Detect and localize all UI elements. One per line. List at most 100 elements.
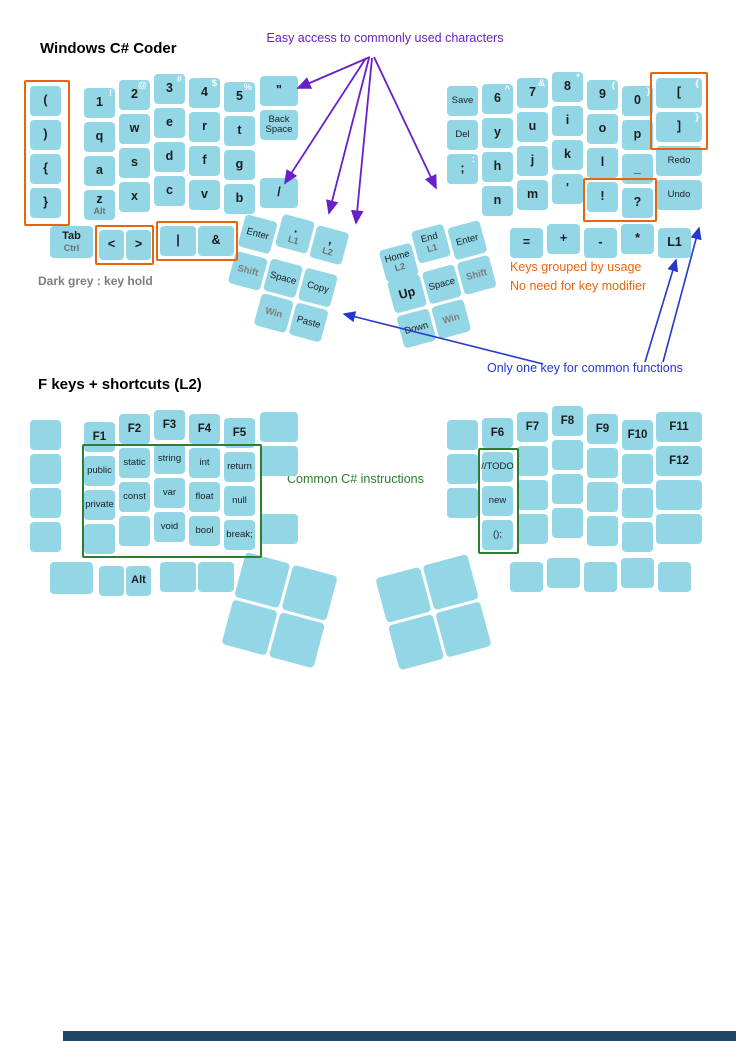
key-pipe: | bbox=[160, 226, 196, 256]
key-label: new bbox=[488, 495, 507, 507]
key-hold-label: Alt bbox=[93, 206, 106, 217]
key-i: i bbox=[552, 106, 583, 136]
key-label: ) bbox=[43, 127, 48, 142]
key-label: 1 bbox=[96, 95, 103, 110]
key-label: - bbox=[598, 235, 603, 250]
key-equals: = bbox=[510, 228, 543, 258]
key-enter: Enter bbox=[447, 220, 488, 261]
key-f5: F5 bbox=[224, 418, 255, 448]
key-shift-label: $ bbox=[211, 78, 217, 89]
key-3: #3 bbox=[154, 74, 185, 104]
key-f2: F2 bbox=[119, 414, 150, 444]
key-label: Tab bbox=[62, 230, 81, 242]
key-9: (9 bbox=[587, 80, 618, 110]
key-b: b bbox=[224, 184, 255, 214]
key-shift-label: & bbox=[538, 78, 545, 89]
key-blank bbox=[510, 562, 543, 592]
key-bool: bool bbox=[189, 516, 220, 546]
key-y: y bbox=[482, 118, 513, 148]
key-label: 4 bbox=[201, 85, 208, 100]
key-blank bbox=[422, 554, 479, 611]
key-save: Save bbox=[447, 86, 478, 116]
key-blank bbox=[552, 440, 583, 470]
key-blank bbox=[587, 448, 618, 478]
key-blank bbox=[387, 614, 445, 671]
key-label: Undo bbox=[667, 189, 691, 201]
key-shift-label: @ bbox=[137, 80, 147, 91]
key-label: z bbox=[96, 192, 103, 207]
key-label: const bbox=[123, 491, 146, 503]
key-blank bbox=[198, 562, 234, 592]
key-label: = bbox=[522, 235, 531, 250]
key-blank bbox=[30, 488, 61, 518]
key-label: F9 bbox=[595, 422, 610, 435]
key-label: private bbox=[85, 499, 114, 511]
key-blank bbox=[281, 564, 338, 622]
key-label: F12 bbox=[669, 454, 689, 467]
key-label: public bbox=[87, 465, 112, 477]
key-label: y bbox=[494, 125, 501, 140]
key-label: break; bbox=[226, 529, 253, 541]
key-label: F11 bbox=[669, 420, 689, 433]
key-label: a bbox=[96, 163, 103, 178]
key-open-brace: { bbox=[30, 154, 61, 184]
key-blank bbox=[234, 552, 291, 609]
key-close-brace: } bbox=[30, 188, 61, 218]
key-label: v bbox=[201, 187, 208, 202]
key-var: var bbox=[154, 478, 185, 508]
key-f8: F8 bbox=[552, 406, 583, 436]
key-x: x bbox=[119, 182, 150, 212]
purple-annotation-arrow bbox=[350, 57, 373, 225]
key-label: F10 bbox=[627, 428, 648, 441]
key-label: e bbox=[166, 115, 173, 130]
key-r: r bbox=[189, 112, 220, 142]
key-blank bbox=[50, 562, 93, 594]
key-label: Win bbox=[264, 305, 284, 321]
key-label: . bbox=[293, 221, 301, 236]
key-n: n bbox=[482, 186, 513, 216]
key-label: string bbox=[157, 453, 182, 465]
key-shift-label: { bbox=[695, 78, 699, 89]
key-blank bbox=[547, 558, 580, 588]
key-blank bbox=[260, 412, 298, 442]
key-l: l bbox=[587, 148, 618, 178]
key-label: x bbox=[131, 189, 138, 204]
key-space: Space bbox=[421, 264, 463, 305]
key-shift-label: ) bbox=[646, 86, 650, 97]
key-blank bbox=[84, 524, 115, 554]
key-label: 2 bbox=[131, 87, 138, 102]
key-label: return bbox=[227, 461, 252, 473]
key-break: break; bbox=[224, 520, 255, 550]
key-del: Del bbox=[447, 120, 478, 150]
key-greater-than: > bbox=[126, 230, 151, 260]
key-open-paren: ( bbox=[30, 86, 61, 116]
key-win: Win bbox=[430, 298, 472, 340]
key-slash: / bbox=[260, 178, 298, 208]
key-label: F4 bbox=[197, 422, 212, 435]
key-label: c bbox=[166, 183, 173, 198]
key-label: ! bbox=[600, 189, 605, 204]
key-g: g bbox=[224, 150, 255, 180]
key-underscore: _ bbox=[622, 154, 653, 184]
key-public: public bbox=[84, 456, 115, 486]
key-label: Down bbox=[403, 319, 430, 337]
key-label: Copy bbox=[305, 278, 331, 296]
key-blank bbox=[221, 599, 278, 656]
key-label: s bbox=[131, 155, 138, 170]
key-label: Del bbox=[455, 129, 470, 141]
key-blank bbox=[160, 562, 196, 592]
key-blank bbox=[622, 522, 653, 552]
key-symbol: }] bbox=[656, 112, 702, 142]
key-label: r bbox=[202, 119, 207, 134]
key-label: m bbox=[526, 187, 539, 202]
key-exclamation: ! bbox=[587, 182, 618, 212]
key-hold-label: L2 bbox=[393, 261, 407, 274]
key-f11: F11 bbox=[656, 412, 702, 442]
key-shift-label: ! bbox=[108, 88, 112, 99]
page-footer-bar bbox=[63, 1031, 736, 1041]
key-label: _ bbox=[634, 161, 641, 176]
annotation-keys-grouped-line1: Keys grouped by usage bbox=[510, 260, 642, 274]
